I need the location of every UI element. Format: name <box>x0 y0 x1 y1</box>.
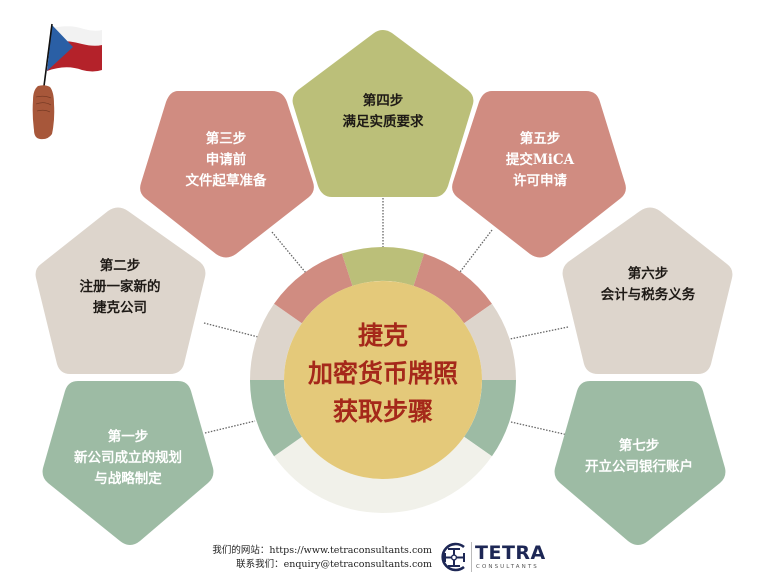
step4-pentagon[interactable] <box>292 30 474 197</box>
step5-label: 第五步提交MiCA 许可申请 <box>460 129 620 192</box>
center-title-line-3: 获取步骤 <box>332 397 433 426</box>
progress-ring <box>250 247 516 513</box>
step4-label-line-2: 满足实质要求 <box>342 114 424 130</box>
step7-label: 第七步开立公司银行账户 <box>559 436 719 478</box>
ring-segment-base <box>274 436 492 513</box>
email-label: 联系我们： <box>236 559 284 570</box>
step1-label-line-3: 与战略制定 <box>94 471 162 487</box>
center-title-line-1: 捷克 <box>357 321 408 350</box>
step3-pentagon[interactable] <box>140 91 314 258</box>
step3-label-line-2: 申请前 <box>205 152 247 168</box>
ring-segment-step7 <box>464 380 516 457</box>
ring-segment-step6 <box>464 303 516 380</box>
step2-label-line-3: 捷克公司 <box>93 300 147 316</box>
website-link[interactable]: https://www.tetraconsultants.com <box>269 545 432 556</box>
website-row: 我们的网站：https://www.tetraconsultants.com <box>200 544 432 558</box>
tetra-logo: TETRA CONSULTANTS <box>437 540 552 574</box>
step6-label-line-2: 会计与税务义务 <box>600 287 696 303</box>
step3-label-line-3: 文件起草准备 <box>185 173 267 189</box>
center-title: 捷克 加密货币牌照 获取步骤 <box>283 317 483 431</box>
step4-label-line-1: 第四步 <box>362 93 404 109</box>
ring-segment-step4 <box>341 247 425 286</box>
step6-label: 第六步会计与税务义务 <box>568 264 728 306</box>
step5-label-line-1: 第五步 <box>519 131 561 147</box>
website-label: 我们的网站： <box>212 545 270 556</box>
ring-segment-step1 <box>250 380 302 457</box>
step7-label-line-1: 第七步 <box>618 438 660 454</box>
connector-step5 <box>459 229 493 273</box>
footer-contact: 我们的网站：https://www.tetraconsultants.com 联… <box>200 544 432 572</box>
email-row: 联系我们：enquiry@tetraconsultants.com <box>200 558 432 572</box>
step6-label-line-1: 第六步 <box>627 266 669 282</box>
step4-label: 第四步满足实质要求 <box>303 91 463 133</box>
step5-label-line-2: 提交MiCA <box>505 152 575 168</box>
connector-step3 <box>271 231 307 274</box>
step1-label: 第一步新公司成立的规划与战略制定 <box>48 427 208 490</box>
step2-label-line-2: 注册一家新的 <box>79 279 161 295</box>
czech-flag-icon <box>32 23 102 140</box>
step1-label-line-1: 第一步 <box>107 429 149 445</box>
ring-segment-step2 <box>250 303 302 380</box>
step7-pentagon[interactable] <box>554 381 726 545</box>
center-circle <box>284 281 482 479</box>
connector-step6 <box>509 326 569 340</box>
hand-icon <box>32 85 55 140</box>
logo-subtitle: CONSULTANTS <box>476 564 539 570</box>
step5-pentagon[interactable] <box>452 91 626 258</box>
center-title-line-2: 加密货币牌照 <box>307 359 458 388</box>
logo-name: TETRA <box>475 542 546 564</box>
step2-label: 第二步注册一家新的捷克公司 <box>40 256 200 319</box>
ring-segment-step5 <box>413 253 492 324</box>
step1-pentagon[interactable] <box>42 381 214 545</box>
step5-label-line-3: 许可申请 <box>513 173 567 189</box>
step6-pentagon[interactable] <box>562 207 733 375</box>
step1-label-line-2: 新公司成立的规划 <box>74 450 182 466</box>
tetra-logo-icon <box>441 542 465 572</box>
connector-step2 <box>203 322 259 338</box>
step3-label-line-1: 第三步 <box>205 131 247 147</box>
connector-lines <box>203 198 569 436</box>
connector-step7 <box>510 421 569 436</box>
step7-label-line-2: 开立公司银行账户 <box>585 459 693 475</box>
step3-label: 第三步申请前文件起草准备 <box>146 129 306 192</box>
logo-divider <box>471 542 472 572</box>
step2-label-line-1: 第二步 <box>99 258 141 274</box>
connector-step1 <box>204 420 256 434</box>
step2-pentagon[interactable] <box>35 207 206 375</box>
email-link[interactable]: enquiry@tetraconsultants.com <box>283 559 432 570</box>
ring-segment-step3 <box>274 253 353 324</box>
